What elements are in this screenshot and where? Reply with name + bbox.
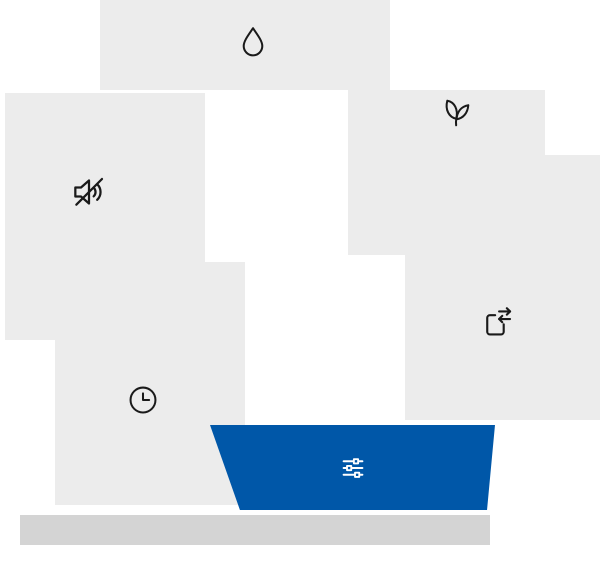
leaf-icon	[438, 95, 474, 131]
water-drop-icon	[235, 24, 271, 60]
tile-water[interactable]	[100, 0, 390, 90]
device-transfer-icon	[479, 304, 517, 342]
tile-adjust-selected[interactable]	[210, 425, 495, 510]
tile-timer[interactable]	[55, 262, 245, 505]
clock-icon	[125, 382, 161, 418]
bottom-bar	[20, 515, 490, 545]
tile-transfer[interactable]	[405, 155, 600, 420]
sliders-icon	[338, 453, 368, 483]
speaker-mute-icon	[69, 172, 109, 212]
